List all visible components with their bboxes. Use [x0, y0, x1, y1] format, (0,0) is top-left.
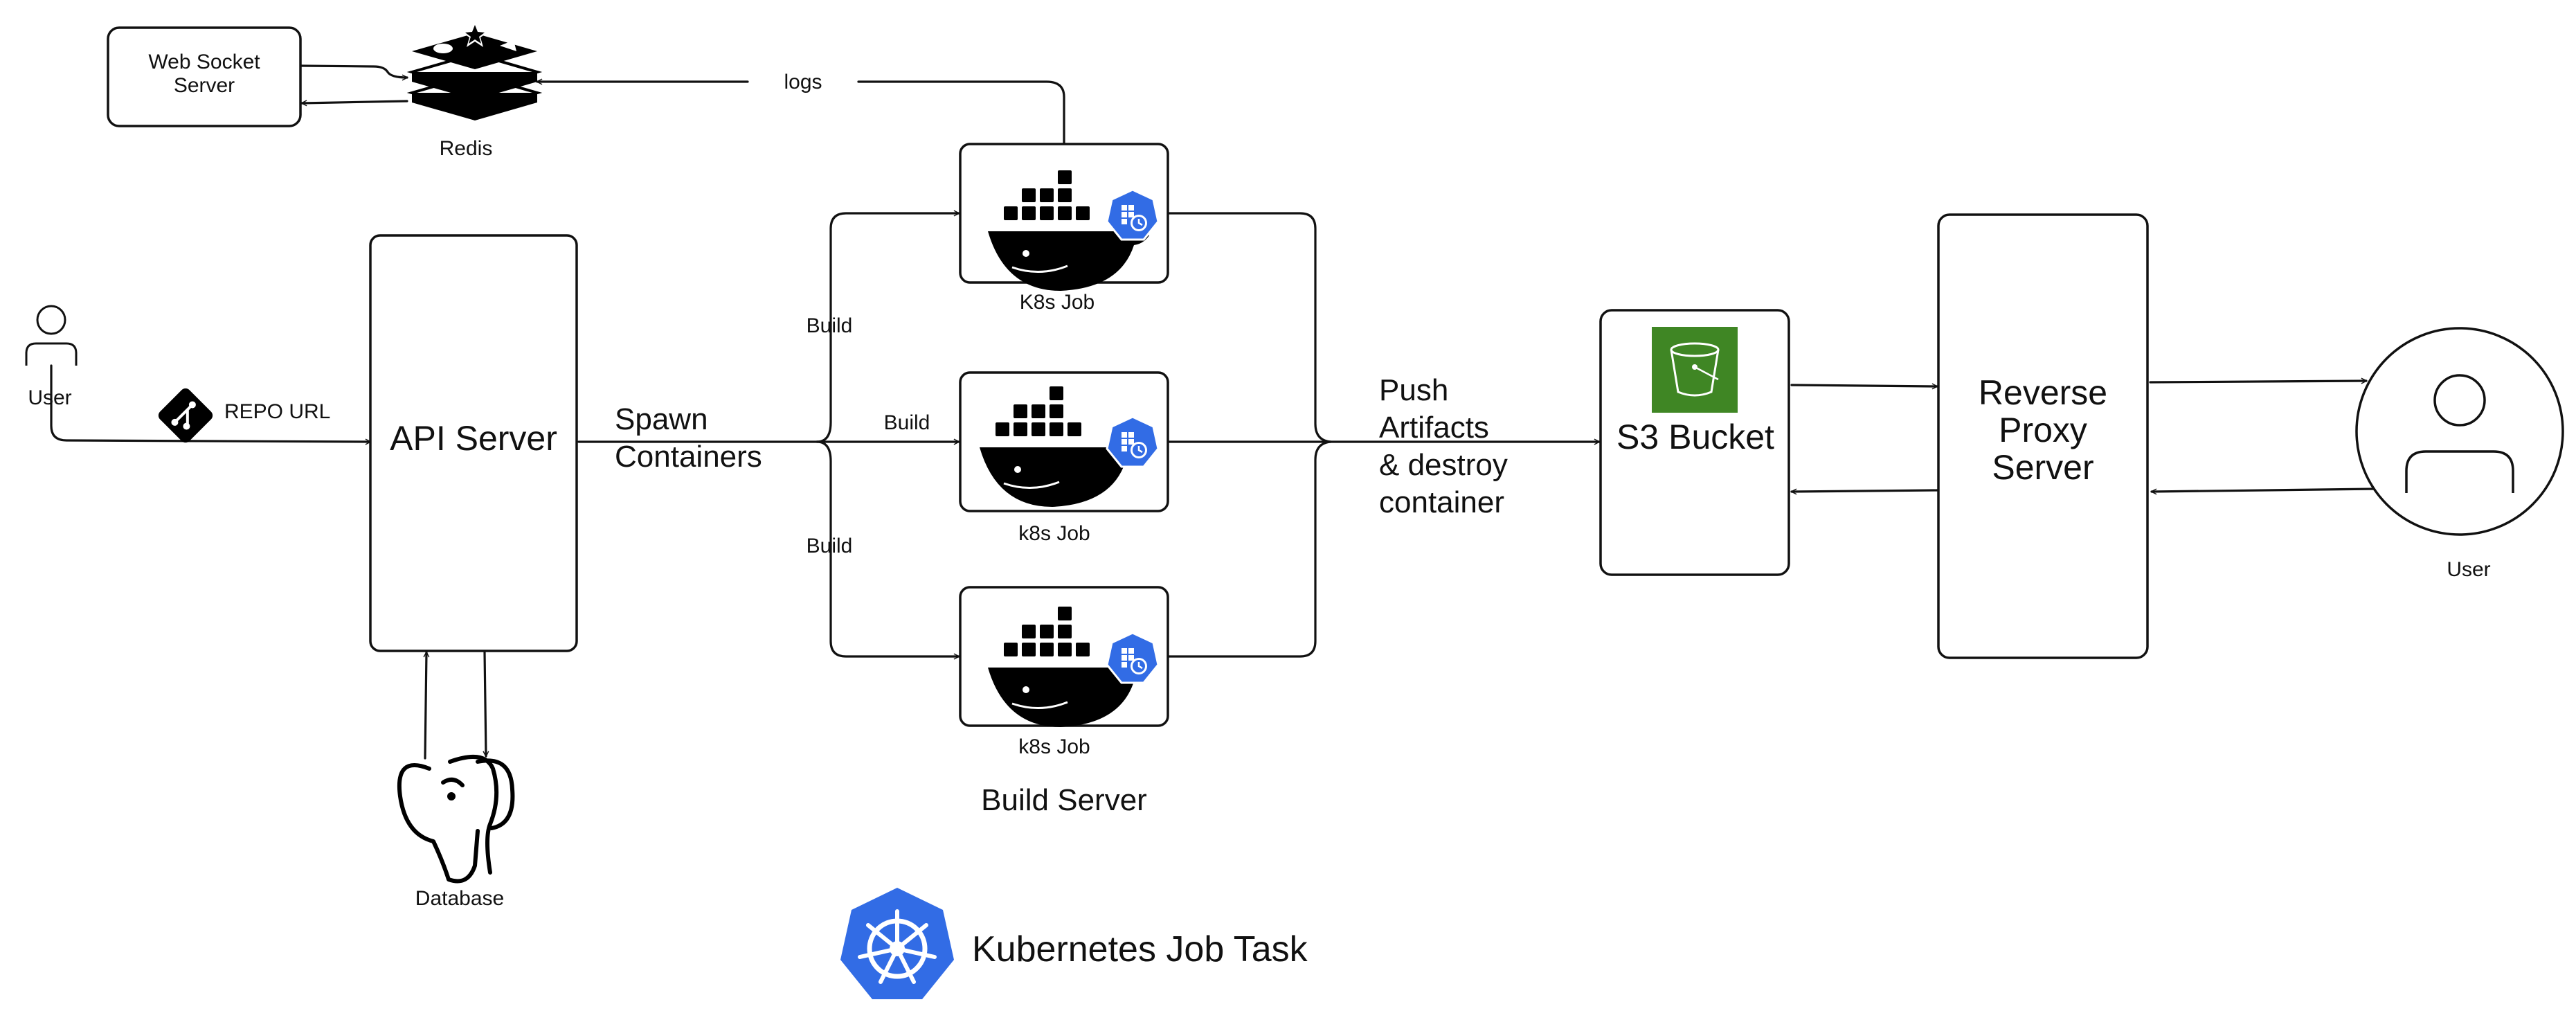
edge-user-to-api — [50, 364, 372, 442]
postgres-elephant-icon — [397, 755, 515, 884]
edge-job-top-to-s3 — [1167, 212, 1332, 443]
edge-job-bottom-to-s3 — [1167, 440, 1332, 658]
edge-proxy-to-s3 — [1790, 490, 1938, 492]
ws-server-node[interactable]: Web Socket Server — [107, 26, 302, 127]
svg-text:Database: Database — [415, 887, 504, 910]
edge-build-bottom — [816, 440, 960, 656]
user-right-node[interactable]: User — [2355, 327, 2564, 581]
redis-node[interactable]: Redis — [406, 22, 543, 160]
svg-text:User: User — [2447, 558, 2490, 581]
k8s-cronjob-icon — [1106, 632, 1160, 684]
edge-db-to-api — [425, 651, 426, 760]
svg-text:Push: Push — [1379, 373, 1448, 407]
svg-text:Spawn: Spawn — [615, 402, 708, 436]
svg-text:container: container — [1379, 485, 1504, 519]
s3-bucket-icon — [1652, 327, 1738, 413]
edge-api-to-db — [485, 651, 486, 758]
svg-text:Containers: Containers — [615, 440, 762, 474]
redis-icon — [406, 22, 543, 120]
build-label-top: Build — [807, 314, 853, 337]
api-server-node[interactable]: API Server — [369, 234, 578, 652]
k8s-job-mid-node[interactable]: k8s Job — [959, 371, 1169, 545]
svg-text:Server: Server — [1992, 448, 2093, 487]
edge-logs — [537, 82, 1065, 145]
svg-text:k8s Job: k8s Job — [1018, 522, 1090, 545]
svg-text:S3 Bucket: S3 Bucket — [1616, 418, 1774, 456]
edge-proxy-to-user — [2149, 381, 2368, 382]
svg-text:Web Socket: Web Socket — [148, 51, 260, 73]
k8s-job-top-node[interactable]: K8s Job — [959, 143, 1169, 314]
svg-text:Reverse: Reverse — [1979, 373, 2107, 412]
person-icon — [25, 305, 78, 366]
svg-text:& destroy: & destroy — [1379, 448, 1508, 482]
spawn-containers-label: Spawn Containers — [615, 402, 762, 474]
kubernetes-legend: Kubernetes Job Task — [840, 888, 1308, 999]
edge-build-top — [816, 213, 960, 443]
svg-text:logs: logs — [784, 71, 822, 93]
svg-text:Redis: Redis — [440, 137, 493, 160]
svg-text:API Server: API Server — [390, 419, 557, 458]
database-node[interactable]: Database — [397, 755, 515, 910]
kubernetes-helm-icon — [840, 888, 954, 999]
edge-s3-to-proxy — [1790, 385, 1938, 386]
build-server-label: Build Server — [981, 783, 1147, 817]
svg-text:k8s Job: k8s Job — [1018, 735, 1090, 758]
svg-text:K8s Job: K8s Job — [1020, 291, 1095, 314]
k8s-cronjob-icon — [1106, 188, 1160, 241]
s3-bucket-node[interactable]: S3 Bucket — [1599, 309, 1790, 576]
k8s-job-bottom-node[interactable]: k8s Job — [959, 586, 1169, 758]
svg-text:Server: Server — [174, 74, 235, 97]
git-icon — [158, 388, 213, 443]
user-left-node[interactable]: User — [25, 305, 78, 409]
edge-redis-to-ws — [300, 101, 408, 103]
reverse-proxy-node[interactable]: Reverse Proxy Server — [1937, 213, 2149, 659]
build-label-mid: Build — [884, 411, 930, 434]
svg-text:User: User — [28, 386, 71, 409]
svg-text:Proxy: Proxy — [1999, 411, 2087, 449]
build-label-bottom: Build — [807, 535, 853, 557]
person-icon — [2405, 374, 2514, 493]
push-artifacts-label: Push Artifacts & destroy container — [1379, 373, 1508, 519]
edge-user-to-proxy — [2150, 487, 2377, 492]
svg-text:Kubernetes Job Task: Kubernetes Job Task — [972, 929, 1308, 969]
svg-text:Artifacts: Artifacts — [1379, 411, 1489, 445]
logs-label: logs — [784, 71, 822, 93]
repo-url-label: REPO URL — [224, 400, 330, 423]
k8s-cronjob-icon — [1106, 415, 1160, 468]
edge-ws-to-redis — [300, 64, 408, 78]
